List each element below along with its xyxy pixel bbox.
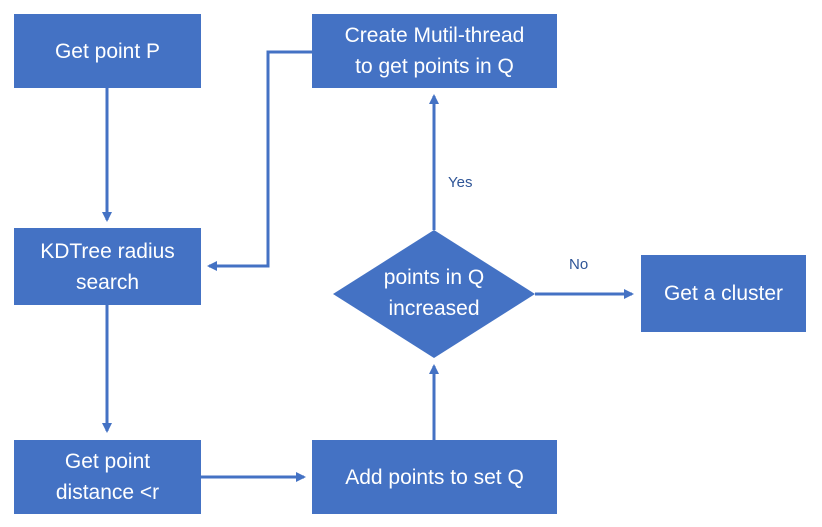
yes-label: Yes (448, 174, 473, 191)
get-cluster-box: Get a cluster (641, 255, 806, 332)
kdtree-label: KDTree radius search (40, 239, 175, 294)
kdtree-box: KDTree radius search (14, 228, 201, 305)
add-points-label: Add points to set Q (345, 465, 524, 489)
create-thread-box: Create Mutil-thread to get points in Q (312, 14, 557, 88)
get-point-p-label: Get point P (54, 39, 161, 63)
decision-diamond (333, 230, 535, 358)
add-points-box: Add points to set Q (312, 440, 557, 514)
create-thread-label: Create Mutil-thread to get points in Q (344, 24, 525, 78)
arrow-thread-to-kdtree (207, 50, 312, 271)
get-point-p-box: Get point P (14, 14, 201, 88)
no-label: No (569, 256, 589, 273)
get-point-distance-label: Get point distance <r (55, 450, 160, 504)
decision-label: points in Q increased (383, 266, 485, 320)
get-point-distance-box: Get point distance <r (14, 440, 201, 514)
get-cluster-label: Get a cluster (663, 282, 784, 305)
